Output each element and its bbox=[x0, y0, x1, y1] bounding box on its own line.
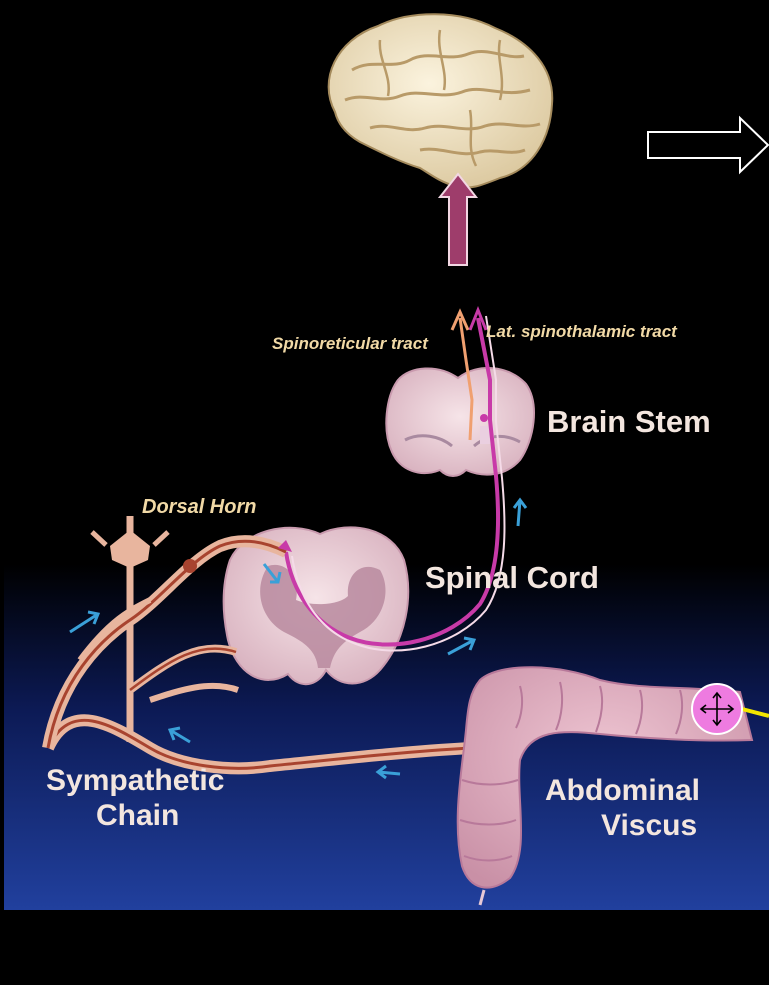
sympathetic-chain-label-line1: Sympathetic bbox=[46, 764, 224, 798]
abdominal-viscus-label-line1: Abdominal bbox=[545, 774, 700, 808]
spinal-cord-label: Spinal Cord bbox=[425, 560, 599, 596]
dorsal-horn-label: Dorsal Horn bbox=[142, 496, 256, 519]
sympathetic-chain-label-line2: Chain bbox=[96, 799, 179, 833]
spinal-cord-section bbox=[224, 527, 408, 684]
lat-spinothalamic-tract-label: Lat. spinothalamic tract bbox=[486, 322, 677, 342]
brain-stem-label: Brain Stem bbox=[547, 404, 711, 440]
brain-stem-section bbox=[386, 368, 534, 476]
spinoreticular-tract-label: Spinoreticular tract bbox=[272, 334, 428, 354]
move-handle-icon[interactable] bbox=[692, 684, 742, 734]
abdominal-viscus-label-line2: Viscus bbox=[601, 809, 697, 843]
